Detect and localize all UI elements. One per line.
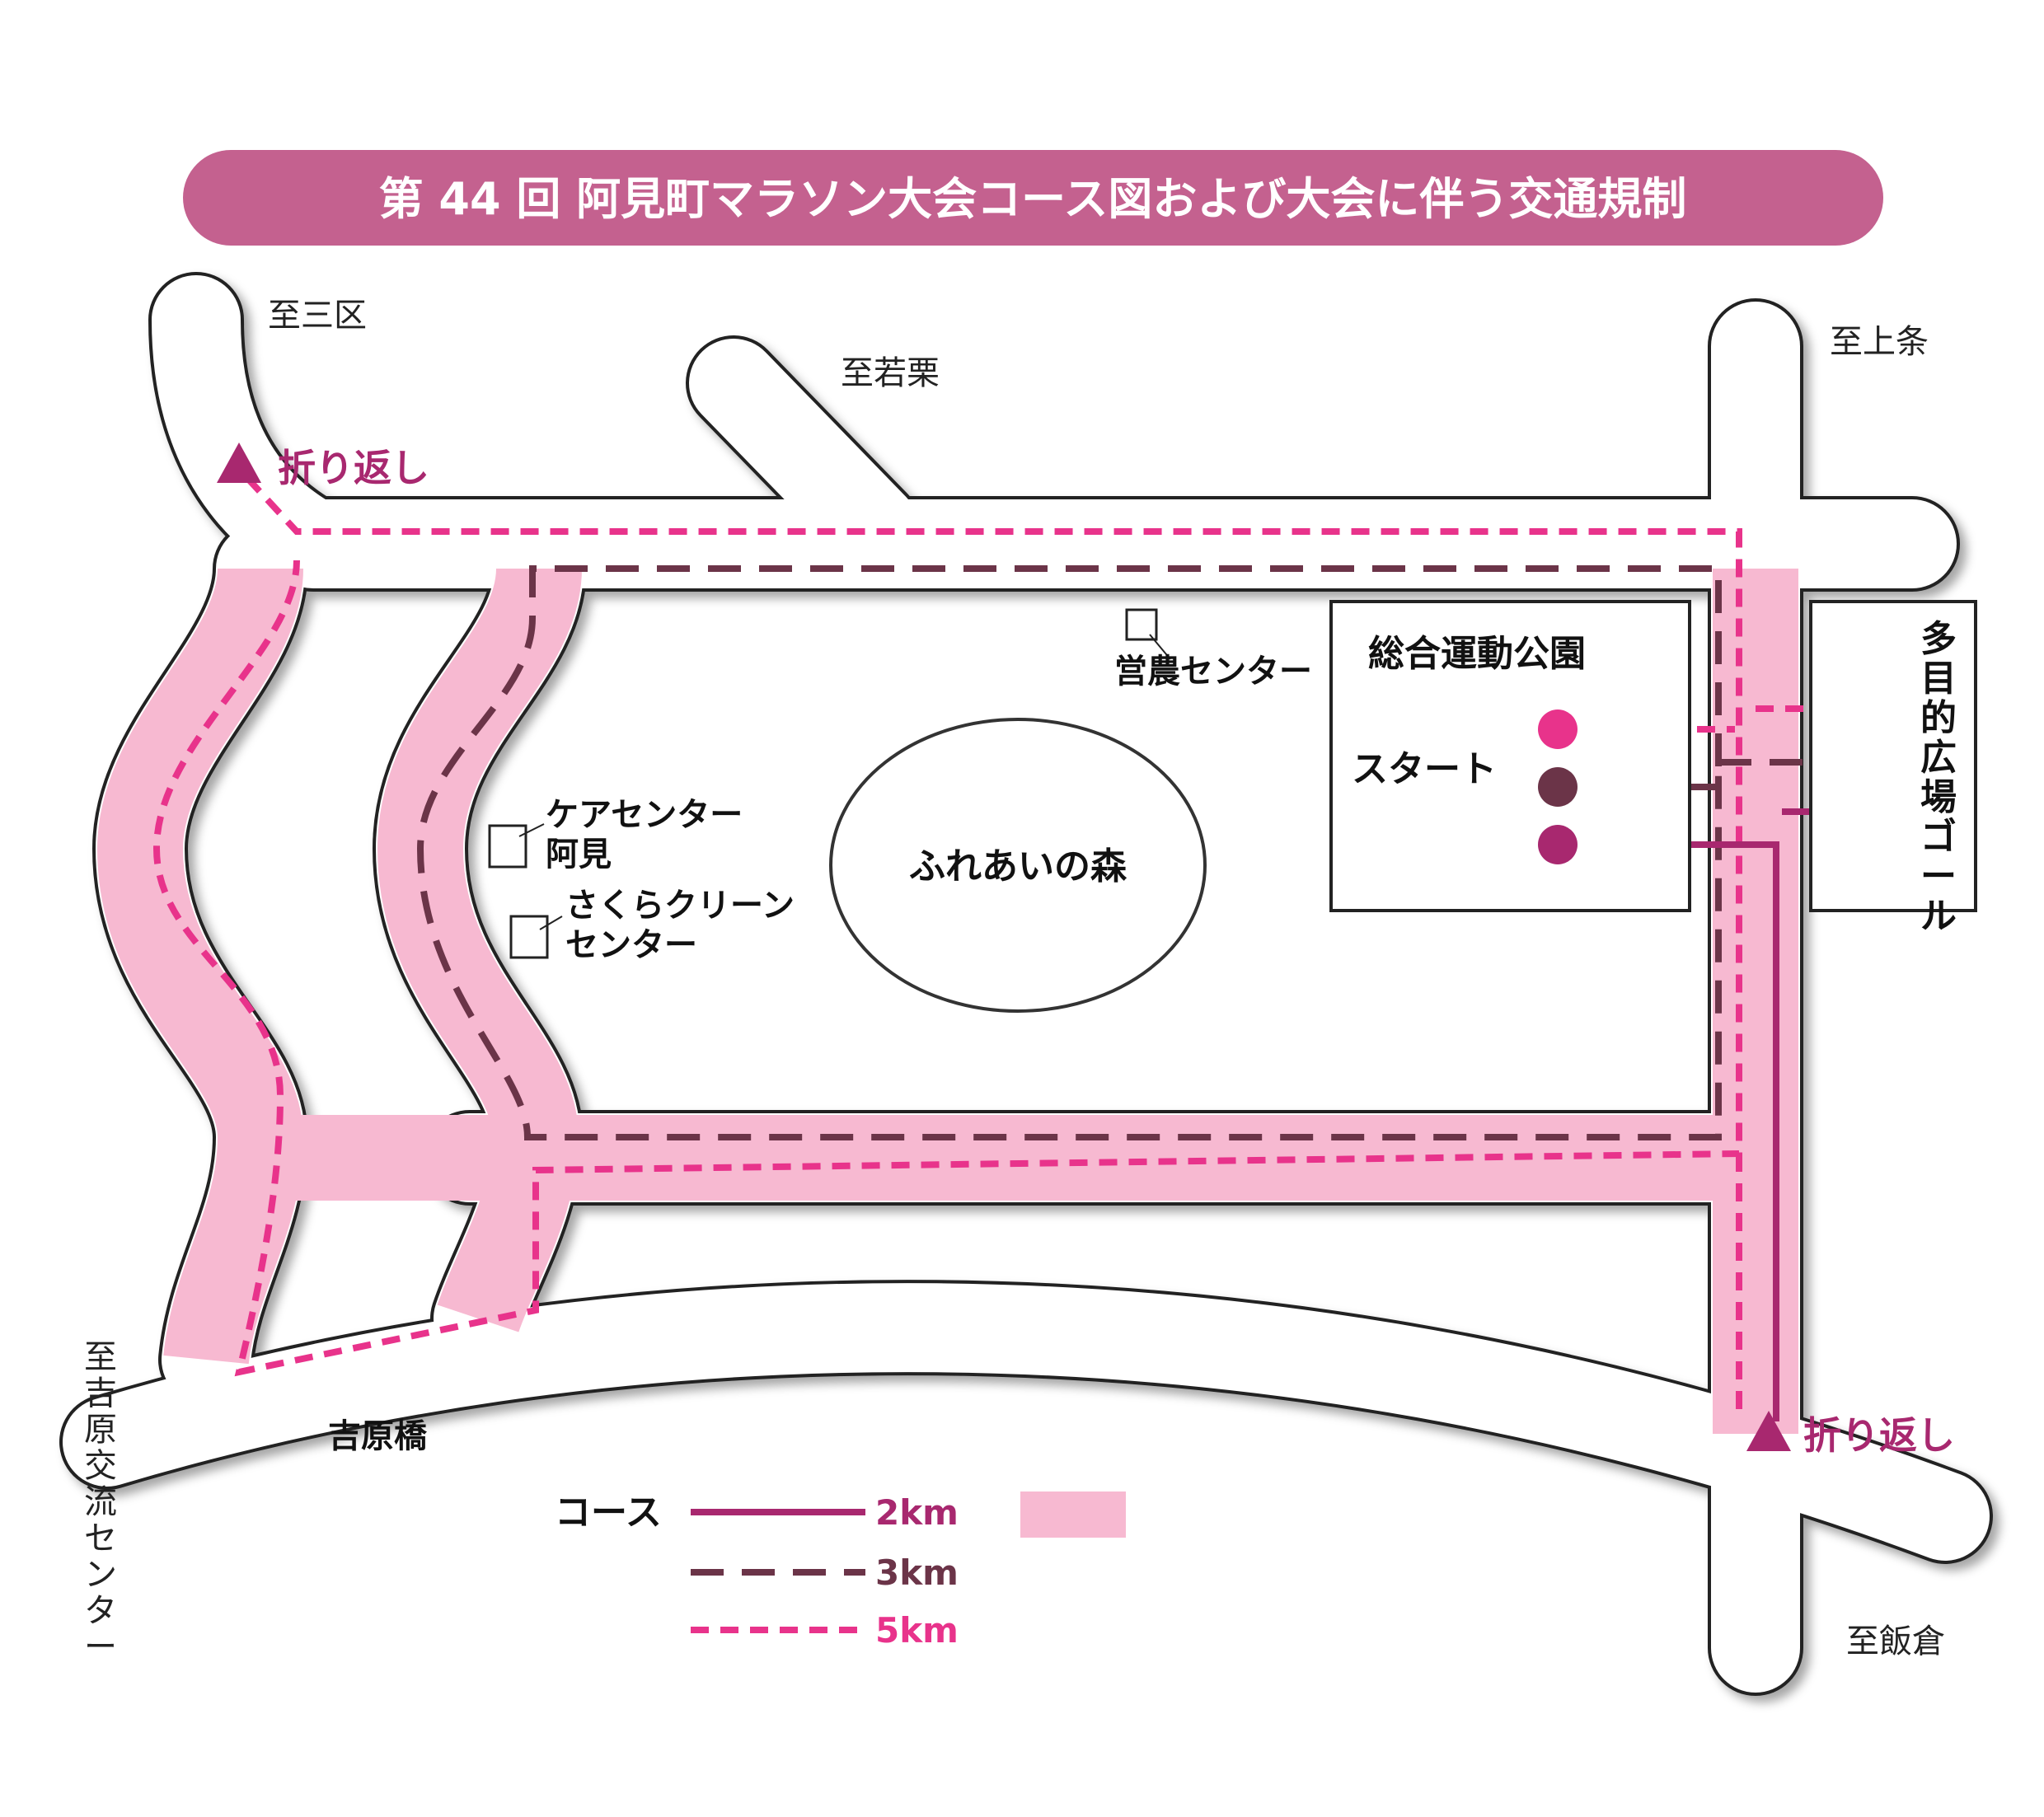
care-center-label-2: 阿見 — [546, 836, 612, 873]
goal-building — [1809, 600, 1977, 912]
title-banner: 第 44 回 阿見町マラソン大会コース図および大会に伴う交通規制 — [183, 150, 1883, 246]
legend: コース 2km 3km 5km — [555, 1492, 1126, 1651]
regulated-roads — [97, 566, 1798, 1434]
turnaround-south-triangle-icon — [1746, 1411, 1791, 1451]
sports-park-label: 総合運動公園 — [1368, 633, 1586, 675]
start-point-3km — [1538, 767, 1578, 807]
legend-5km-label: 5km — [875, 1610, 959, 1651]
turnaround-south: 折り返し — [1746, 1411, 1955, 1458]
sakura-marker-icon — [509, 915, 549, 959]
dir-kamijo: 至上条 — [1830, 323, 1929, 361]
sakura-label-1: さくらクリーン — [565, 887, 795, 925]
page-title: 第 44 回 阿見町マラソン大会コース図および大会に伴う交通規制 — [379, 173, 1687, 225]
dir-wakaguri: 至若栗 — [841, 354, 940, 392]
turnaround-north: 折り返し — [217, 443, 429, 490]
care-center-label-1: ケアセンター — [546, 796, 743, 834]
start-label: スタート — [1352, 748, 1497, 790]
einou-marker-icon — [1125, 608, 1158, 641]
dir-sanku: 至三区 — [268, 297, 367, 335]
turnaround-south-label: 折り返し — [1803, 1413, 1955, 1458]
legend-regulated-swatch — [1020, 1492, 1126, 1538]
care-center-marker-icon — [488, 824, 527, 869]
goal-label: 多目的広場ゴール — [1920, 618, 1957, 937]
sports-park-building — [1329, 600, 1691, 912]
facility-einou: 営農センター — [1114, 608, 1312, 691]
start-point-5km — [1538, 709, 1578, 749]
turnaround-north-label: 折り返し — [278, 446, 429, 490]
forest-label: ふれあいの森 — [909, 845, 1127, 887]
legend-course-label: コース — [555, 1492, 662, 1534]
facility-sakura: さくらクリーン センター — [509, 887, 795, 964]
facility-care-center: ケアセンター 阿見 — [488, 796, 743, 873]
sakura-label-2: センター — [565, 926, 697, 964]
bridge-label: 吉原橋 — [328, 1417, 427, 1455]
dir-iigura: 至飯倉 — [1846, 1623, 1945, 1660]
start-point-2km — [1538, 825, 1578, 864]
legend-3km-label: 3km — [875, 1552, 959, 1593]
turnaround-north-triangle-icon — [217, 443, 261, 483]
dir-yoshiwara: 至吉原交流センター — [84, 1338, 117, 1666]
einou-label: 営農センター — [1114, 653, 1312, 691]
legend-2km-label: 2km — [875, 1492, 959, 1533]
forest-area — [829, 718, 1207, 1013]
